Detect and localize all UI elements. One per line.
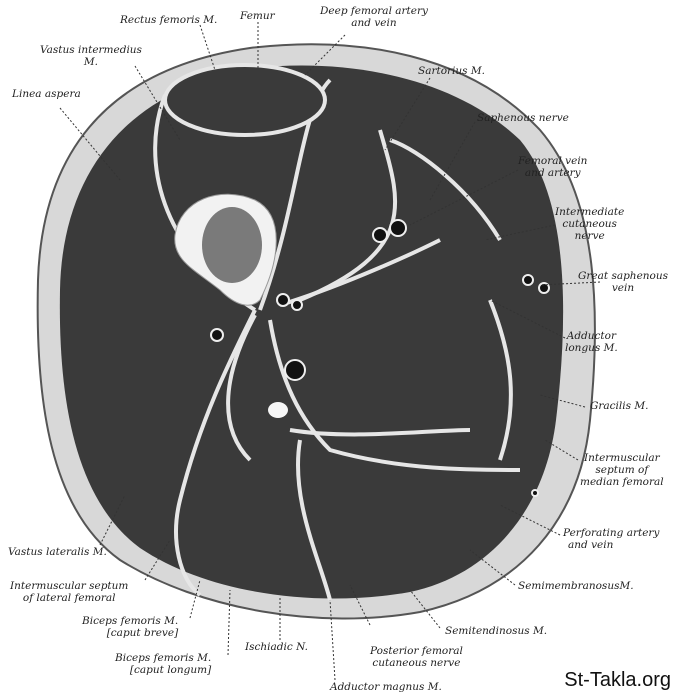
label-line: Perforating artery [563,527,660,539]
label-line: cutaneous nerve [372,657,461,669]
label-posterior-cutaneous: Posterior femoral cutaneous nerve [370,645,463,669]
label-rectus-femoris: Rectus femoris M. [120,14,218,26]
label-ischiadic: Ischiadic N. [245,641,308,653]
label-line: Intermuscular [583,452,660,464]
label-biceps-longum: Biceps femoris M. [caput longum] [115,652,211,676]
label-septum-lateral: Intermuscular septum of lateral femoral [10,580,128,604]
label-deep-femoral: Deep femoral artery and vein [320,5,428,29]
label-semimembranosus: SemimembranosusM. [518,580,634,592]
label-line: of lateral femoral [22,592,116,604]
label-line: Biceps femoris M. [82,615,179,627]
label-line: longus M. [565,342,618,354]
label-vastus-lateralis: Vastus lateralis M. [8,546,107,558]
label-perforating-artery: Perforating artery and vein [563,527,659,551]
label-line: vein [611,282,635,294]
label-line: cutaneous [562,218,617,230]
leader-lines [59,22,601,681]
label-line: septum of [595,464,649,476]
label-line: Biceps femoris M. [115,652,212,664]
label-line: M. [83,56,99,68]
label-saphenous-nerve: Saphenous nerve [477,112,569,124]
label-vastus-intermedius: Vastus intermedius M. [40,44,142,68]
label-line: Deep femoral artery [320,5,428,17]
ischiadic-nerve [268,402,288,418]
vessels [210,219,550,497]
label-femoral-vein: Femoral vein and artery [518,155,587,179]
label-line: and vein [568,539,614,551]
watermark: St-Takla.org [564,669,671,691]
label-line: and vein [351,17,397,29]
label-semitendinosus: Semitendinosus M. [445,625,548,637]
rectus-femoris-muscle [163,63,327,137]
label-line: [caput longum] [129,664,212,676]
label-great-saphenous: Great saphenous vein [578,270,668,294]
label-line: Adductor [566,330,616,342]
label-femur: Femur [240,10,275,22]
label-linea-aspera: Linea aspera [12,88,81,100]
label-gracilis: Gracilis M. [590,400,649,412]
label-line: Femoral vein [518,155,588,167]
muscle-mass [59,65,564,599]
label-line: Intermediate [555,206,625,218]
label-intermediate-cutaneous: Intermediate cutaneous nerve [555,206,624,242]
bone-marrow [202,207,262,283]
label-adductor-longus: Adductor longus M. [565,330,618,354]
label-line: and artery [524,167,581,179]
label-septum-median: Intermuscular septum of median femoral [580,452,664,488]
label-line: [caput breve] [106,627,179,639]
label-biceps-breve: Biceps femoris M. [caput breve] [82,615,178,639]
label-line: Great saphenous [578,270,669,282]
label-line: Posterior femoral [370,645,463,657]
label-line: Intermuscular septum [10,580,129,592]
label-adductor-magnus: Adductor magnus M. [330,681,442,693]
label-sartorius: Sartorius M. [418,65,485,77]
label-line: median femoral [580,476,664,488]
label-line: Vastus intermedius [40,44,142,56]
label-line: nerve [574,230,605,242]
